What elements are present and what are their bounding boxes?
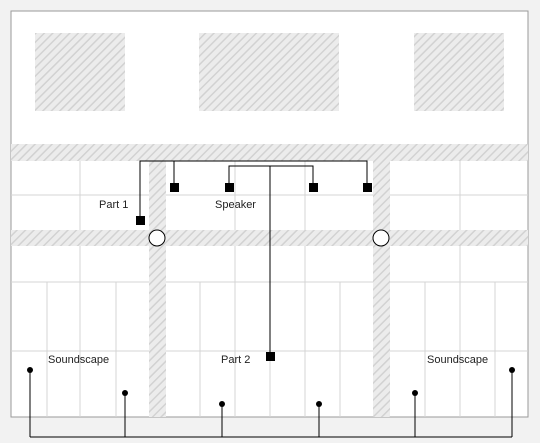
floor-grid <box>11 161 528 417</box>
window-center <box>199 33 339 111</box>
top-beam <box>11 144 528 161</box>
part-1-label: Part 1 <box>99 199 129 211</box>
part-2-label: Part 2 <box>221 354 251 366</box>
soundscape-node-icon <box>27 367 33 373</box>
speaker-label: Speaker <box>215 199 256 211</box>
window-right <box>414 33 504 111</box>
speaker-node-icon <box>170 183 179 192</box>
soundscape-right-label: Soundscape <box>427 354 489 366</box>
soundscape-node-icon <box>412 390 418 396</box>
pillar-junction-icon <box>372 229 390 247</box>
soundscape-node-icon <box>122 390 128 396</box>
column-left <box>149 161 166 417</box>
speaker-node-icon <box>225 183 234 192</box>
speaker-node-icon <box>266 352 275 361</box>
speaker-node-icon <box>309 183 318 192</box>
window-left <box>35 33 125 111</box>
soundscape-node-icon <box>509 367 515 373</box>
column-right <box>373 161 390 417</box>
soundscape-node-icon <box>219 401 225 407</box>
speaker-node-icon <box>363 183 372 192</box>
speaker-node-icon <box>136 216 145 225</box>
soundscape-left-label: Soundscape <box>48 354 110 366</box>
soundscape-node-icon <box>316 401 322 407</box>
pillar-junction-icon <box>148 229 166 247</box>
soundscape-wiring <box>29 370 513 438</box>
speaker-wiring <box>139 160 368 356</box>
